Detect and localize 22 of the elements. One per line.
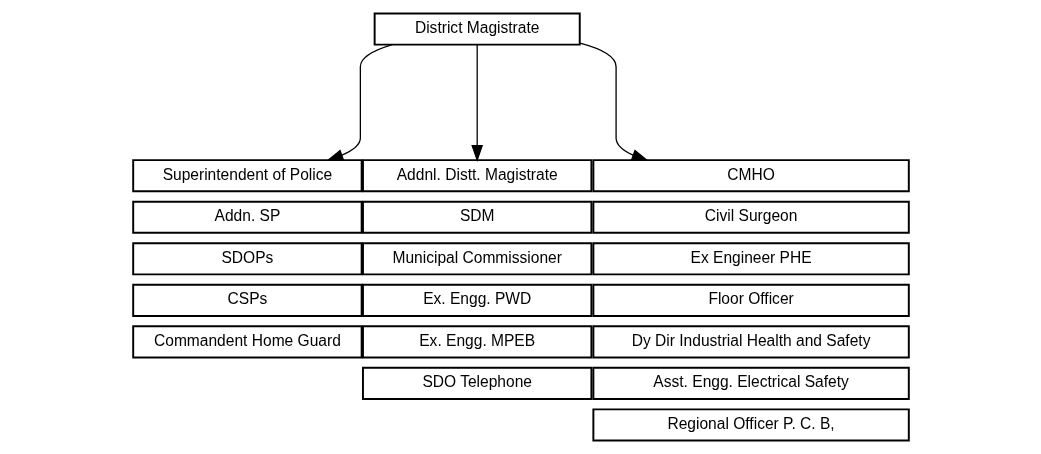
node-box: Civil Surgeon — [591, 200, 910, 234]
node-box: Addn. SP — [131, 200, 363, 234]
node-box: Ex. Engg. PWD — [361, 283, 592, 317]
arrow — [470, 44, 483, 162]
node-box: SDO Telephone — [361, 366, 592, 400]
node-box: Floor Officer — [591, 283, 910, 317]
node-box: Regional Officer P. C. B, — [591, 408, 910, 442]
node-box: CSPs — [131, 283, 363, 317]
node-box: Ex Engineer PHE — [591, 242, 910, 276]
node-box: District Magistrate — [373, 12, 581, 46]
arrow — [325, 44, 393, 161]
node-box: Ex. Engg. MPEB — [361, 325, 592, 359]
node-box: Dy Dir Industrial Health and Safety — [591, 325, 910, 359]
node-box: SDM — [361, 200, 592, 234]
node-box: Superintendent of Police — [131, 159, 363, 193]
node-box: Municipal Commissioner — [361, 242, 592, 276]
node-box: Addnl. Distt. Magistrate — [361, 159, 592, 193]
arrow — [578, 42, 649, 161]
node-box: CMHO — [591, 159, 910, 193]
node-box: SDOPs — [131, 242, 363, 276]
node-box: Commandent Home Guard — [131, 325, 363, 359]
node-box: Asst. Engg. Electrical Safety — [591, 366, 910, 400]
